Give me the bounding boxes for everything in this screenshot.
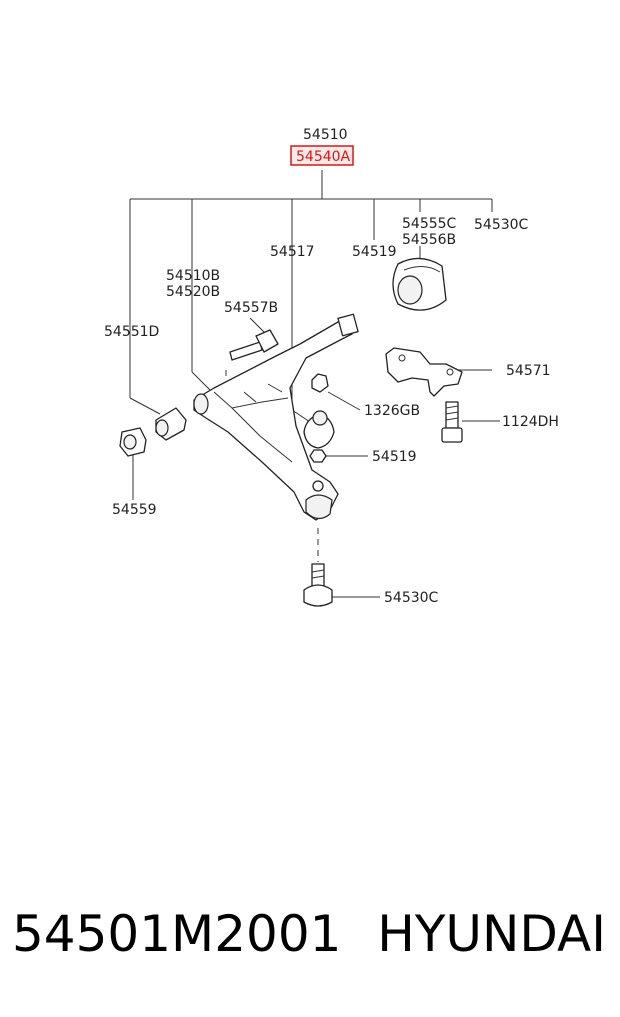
lower-control-arm <box>193 313 359 521</box>
bushing-54555c <box>392 257 447 311</box>
callout-54530c-bottom[interactable]: 54530C <box>384 590 439 606</box>
callout-54530c-top[interactable]: 54530C <box>474 217 529 233</box>
part-info-footer: 54501M2001 HYUNDAI <box>0 905 620 975</box>
leader-lines <box>129 170 500 598</box>
callout-54540a[interactable]: 54540A <box>296 149 351 165</box>
bushing-54559 <box>119 427 147 457</box>
callout-54519-top[interactable]: 54519 <box>352 244 397 260</box>
callout-54555c[interactable]: 54555C <box>402 216 457 232</box>
callout-54510b[interactable]: 54510B <box>166 268 220 284</box>
callout-54571[interactable]: 54571 <box>506 363 551 379</box>
callout-labels: 54510 54540A 54555C 54556B 54530C 54517 … <box>104 127 559 606</box>
callout-1124dh[interactable]: 1124DH <box>502 414 559 430</box>
bolt-54557b <box>229 329 279 361</box>
callout-54510[interactable]: 54510 <box>303 127 348 143</box>
callout-54517[interactable]: 54517 <box>270 244 315 260</box>
callout-1326gb[interactable]: 1326GB <box>364 403 420 419</box>
bushing-54551d <box>155 407 187 441</box>
ball-joint-54530c <box>303 563 333 607</box>
callout-54519-mid[interactable]: 54519 <box>372 449 417 465</box>
exploded-parts-diagram: 54510 54540A 54555C 54556B 54530C 54517 … <box>104 127 559 607</box>
bracket-54571 <box>385 347 463 397</box>
callout-54556b[interactable]: 54556B <box>402 232 456 248</box>
callout-54551d[interactable]: 54551D <box>104 324 159 340</box>
brand-name: HYUNDAI <box>377 905 606 963</box>
bolt-1124dh <box>441 401 463 443</box>
nut-54519 <box>309 449 327 463</box>
highlight-box-54540a <box>290 145 354 166</box>
nut-1326gb <box>311 373 329 393</box>
part-number: 54501M2001 <box>12 905 342 963</box>
callout-54520b[interactable]: 54520B <box>166 284 220 300</box>
callout-54557b[interactable]: 54557B <box>224 300 278 316</box>
ball-joint-54517 <box>303 410 335 449</box>
callout-54559[interactable]: 54559 <box>112 502 157 518</box>
